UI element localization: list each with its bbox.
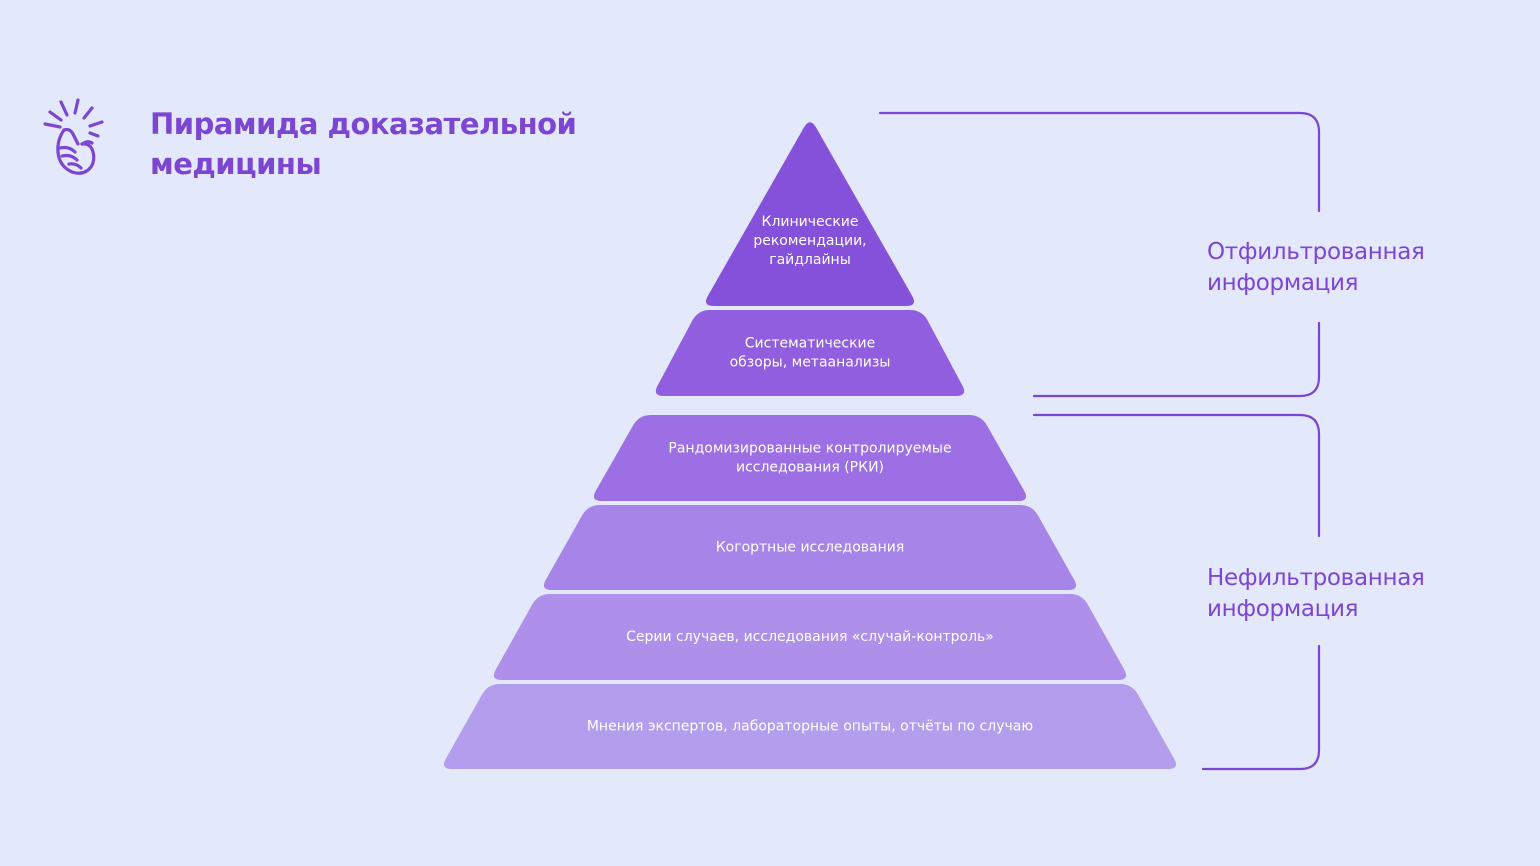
pyramid-tier-4-label: Когортные исследования: [716, 540, 905, 556]
pyramid-tier-3: [593, 415, 1027, 501]
unfiltered-bracket-bottom: [1201, 644, 1321, 771]
pyramid-tier-6-label: Мнения экспертов, лабораторные опыты, от…: [587, 719, 1033, 735]
unfiltered-label-line-2: информация: [1207, 596, 1359, 622]
unfiltered-label-line-1: Нефильтрованная: [1207, 565, 1425, 591]
pyramid-tier-1: [706, 122, 914, 306]
pyramid-tier-6: [443, 684, 1177, 769]
pyramid-tiers: Клинические рекомендации, гайдлайныСистема…: [443, 122, 1177, 769]
pyramid-tier-6-line-1: Мнения экспертов, лабораторные опыты, от…: [587, 719, 1033, 735]
page-title: Пирамида доказательной медицины: [150, 104, 577, 184]
pyramid-tier-2-line-2: обзоры, метаанализы: [730, 355, 891, 371]
pyramid-tier-3-label: Рандомизированные контролируемые исследов…: [668, 441, 951, 476]
pyramid-tier-2-label: Систематические обзоры, метаанализы: [730, 336, 891, 371]
pyramid-tier-1-label: Клинические рекомендации, гайдлайны: [753, 214, 866, 268]
pyramid-tier-1-line-2: рекомендации,: [753, 233, 866, 249]
pyramid-tier-4: [543, 505, 1077, 590]
pyramid-tier-3-line-1: Рандомизированные контролируемые: [668, 441, 951, 457]
filtered-label-line-1: Отфильтрованная: [1207, 239, 1425, 265]
pyramid-tier-4-line-1: Когортные исследования: [716, 540, 905, 556]
pyramid-tier-5-line-1: Серии случаев, исследования «случай-конт…: [626, 629, 994, 645]
group-brackets: [878, 111, 1321, 771]
title-line-2: медицины: [150, 147, 322, 181]
filtered-label-line-2: информация: [1207, 270, 1359, 296]
filtered-bracket-bottom: [1032, 321, 1321, 398]
pyramid-tier-3-line-2: исследования (РКИ): [736, 460, 884, 476]
title-line-1: Пирамида доказательной: [150, 107, 577, 141]
unfiltered-bracket-top: [1032, 413, 1321, 538]
unfiltered-information-label: Нефильтрованная информация: [1207, 563, 1425, 625]
pyramid-tier-1-line-1: Клинические: [762, 214, 859, 230]
pyramid-tier-2-line-1: Систематические: [745, 336, 875, 352]
pyramid-tier-2: [655, 310, 965, 396]
pyramid-tier-5: [493, 594, 1127, 680]
pyramid-tier-5-label: Серии случаев, исследования «случай-конт…: [626, 629, 994, 645]
pyramid-tier-1-line-3: гайдлайны: [769, 252, 851, 268]
hand-snap-icon: [43, 98, 104, 175]
filtered-information-label: Отфильтрованная информация: [1207, 237, 1425, 299]
filtered-bracket-top: [878, 111, 1321, 213]
